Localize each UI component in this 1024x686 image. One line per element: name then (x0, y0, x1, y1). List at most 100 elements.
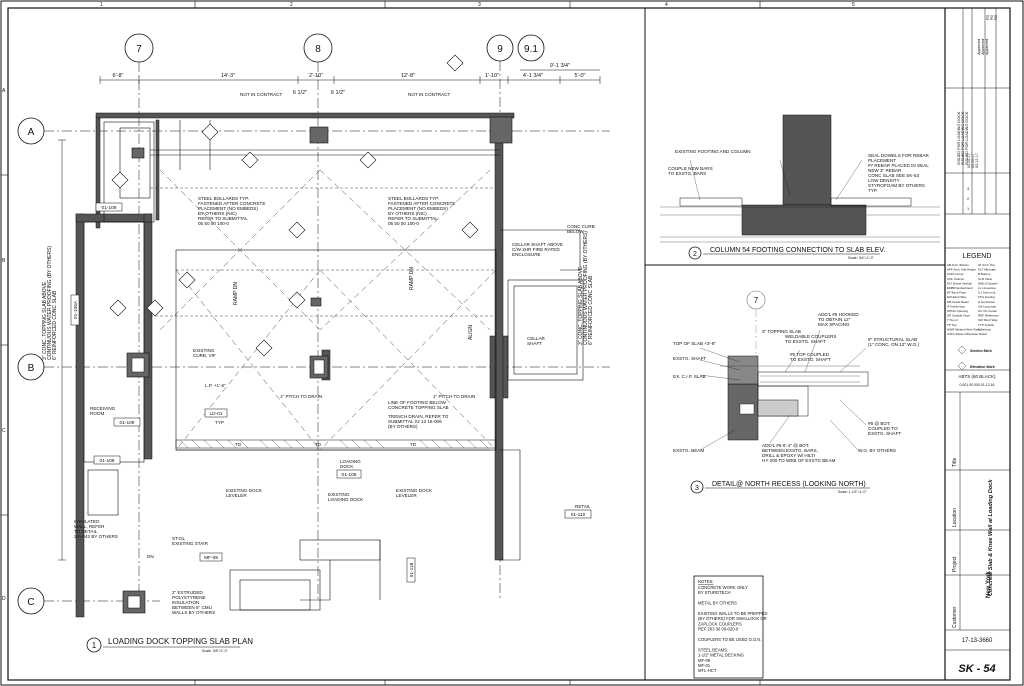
revision-status: Approved (977, 39, 981, 55)
legend-item: B Bottom (978, 272, 991, 276)
border-row-c: C (2, 428, 6, 434)
detail3-addl-bot: ADD'L #5-6'-4" @ BOT.BETWEEN EXSTG. BARS… (762, 443, 835, 463)
border-col-5: 5 (852, 2, 855, 8)
revision-number: 2 (967, 197, 969, 201)
notes-line: MTL-HCT (698, 668, 717, 673)
svg-text:7: 7 (754, 296, 759, 305)
revision-date: 02.12.17 (975, 153, 979, 168)
dim-9: 6 1/2" (293, 90, 307, 96)
dim-8: 9'-1 3/4" (550, 63, 570, 69)
plan-scale: Scale: 3/8"=1'-0" (202, 649, 229, 653)
legend-item: DWLS Dowels (978, 281, 998, 285)
revision-number: 3 (967, 187, 969, 191)
detail-2-column-footing: EXISTING FOOTING AND COLUMN COUPLE NEW B… (660, 114, 940, 260)
revision-date: 02.05.17 (971, 153, 975, 168)
legend-item: FTG Footing (978, 295, 995, 299)
notes-line: CONCRETE WORK ONLY (698, 585, 748, 590)
detail3-exstg-shaft: EXSTG. SHAFT (673, 356, 706, 361)
legend-item: OC On Center (978, 309, 997, 313)
notes-line: ZAPLOCK COUPLERS (698, 621, 742, 626)
legend-section-mark: Section Mark (970, 349, 993, 353)
dim-3: 2'-10" (309, 73, 323, 79)
legend-item: REF Reference (978, 314, 999, 318)
detail3-wo: W.O. BY OTHERS (858, 448, 896, 453)
grid-label-9-1: 9.1 (524, 44, 538, 55)
notes-line: COUPLERS TO BE USED O.O.N. (698, 637, 762, 642)
dim-5: 1'-10" (485, 73, 499, 79)
note-ramp-dn-2: RAMP DN (409, 267, 415, 290)
detail3-ex-slab: EX. C.I.P. SLAB (673, 374, 706, 379)
revision-by: PD (994, 14, 998, 20)
border-row-d: D (2, 596, 6, 602)
west-wall (75, 213, 85, 618)
note-bollards-left: STEEL BOLLARDS TYP.FASTENED AFTER CONCRE… (198, 196, 265, 226)
grid-label-9: 9 (497, 44, 503, 55)
legend-item: OPNG Opening (947, 309, 968, 313)
notes-line: 1-1/2" METAL DECKING (698, 653, 744, 658)
legend-item: AB Arch. Bottom (947, 263, 970, 267)
legend-item: V Vertical (978, 327, 991, 331)
room-tag-108b: 01-108 (100, 458, 115, 464)
project-value: New York (986, 571, 992, 598)
revision-by: PD (986, 14, 990, 20)
legend-item: ALT Alternate (978, 268, 996, 272)
grid-bubble-9-1 (517, 34, 545, 62)
detail3-top-slab: TOP OF SLAB +3'-8" (673, 341, 716, 346)
notes-line: BY STURDTECH (698, 590, 731, 595)
grid-label-c: C (27, 597, 34, 608)
tag-ld01: LD-01 (209, 411, 222, 417)
detail3-number: 3 (695, 485, 699, 492)
dim-6: 4'-1 3/4" (523, 73, 543, 79)
plan-title-number: 1 (92, 641, 97, 650)
notes-line: MF-01 (698, 663, 711, 668)
legend-item: LW Long way (978, 304, 996, 308)
detail2-title: COLUMN 54 FOOTING CONNECTION TO SLAB ELE… (710, 247, 885, 254)
note-typ: TYP (215, 420, 224, 425)
detail3-topping: 3" TOPPING SLAB (762, 329, 801, 334)
revision-by: PD (990, 14, 994, 20)
legend-title: LEGEND (963, 253, 992, 260)
note-slab-left: 3" CONC. TOPPING SLAB ABOVECONTINUOUS WA… (42, 246, 58, 360)
legend-item: LL Limestone (978, 286, 996, 290)
job-number: 17-13-3660 (962, 638, 993, 644)
revision-status: Approved (985, 39, 989, 55)
note-ramp-dn-1: RAMP DN (233, 282, 239, 305)
standard-sub: 0.001.00.000 01.12.16 (959, 383, 994, 387)
room-tag-110: 01-110 (571, 512, 586, 518)
dim-4: 12'-8" (401, 73, 415, 79)
dim-7: 5'-0" (575, 73, 586, 79)
legend-item: AFF Arch. Add Height (947, 268, 976, 272)
loading-dock-plan: 7 8 9 9.1 A B C 6'-8" 14'-3" (17, 33, 610, 653)
note-pitch-1: 1" PITCH TO DRAIN (280, 394, 322, 399)
customer-label: Customer (952, 606, 958, 628)
room-tag-118: 01-118 (409, 562, 415, 577)
note-td-2: TD (315, 442, 322, 447)
grid-label-7: 7 (136, 44, 142, 55)
note-bollards-right: STEEL BOLLARDS TYP.FASTENED AFTER CONCRE… (388, 196, 455, 226)
room-tag-108: 01-108 (102, 205, 117, 211)
legend-item: UON Unless Otherwise Noted (947, 332, 987, 336)
notes-line: METAL BY OTHERS (698, 601, 737, 606)
legend-item: TYP Typical (978, 323, 994, 327)
legend-item: EW Each Way (947, 295, 967, 299)
detail2-scale: Scale: 3/4"=1'-0" (848, 256, 875, 260)
border-col-3: 3 (478, 2, 481, 8)
dim-10: 6 1/2" (331, 90, 345, 96)
note-align: ALIGN (468, 325, 474, 340)
sheet-frame (7, 7, 1011, 681)
legend-item: EF Each Face (947, 291, 966, 295)
notes-line: EXISTING WALLS TO BE PREPPED (698, 611, 768, 616)
legend-item: SW Short Way (978, 318, 998, 322)
